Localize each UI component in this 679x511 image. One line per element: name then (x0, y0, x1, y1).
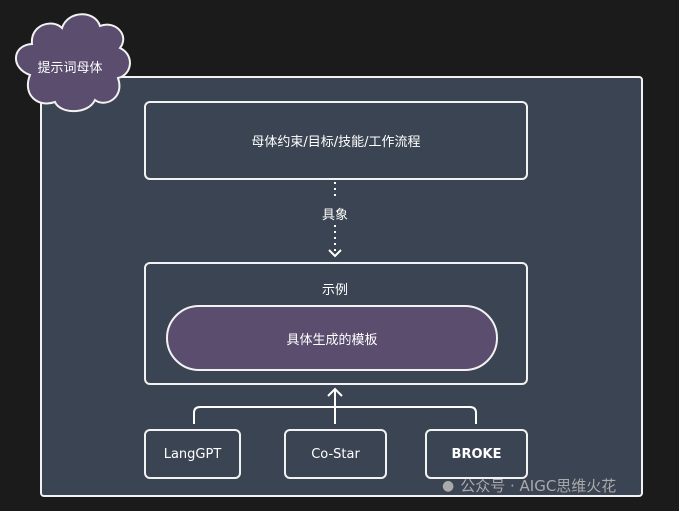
matrix-constraints-box: 母体约束/目标/技能/工作流程 (144, 101, 528, 180)
example-title: 示例 (321, 283, 348, 298)
example-box (144, 262, 528, 385)
wechat-icon: ● (442, 477, 455, 494)
cloud-label: 提示词母体 (37, 61, 103, 76)
framework-langgpt: LangGPT (144, 429, 241, 479)
connector-label: 具象 (321, 208, 348, 223)
arrow-down-icon (328, 249, 342, 258)
prompt-matrix-panel (40, 76, 643, 497)
watermark: ● 公众号 · AIGC思维火花 (442, 475, 616, 496)
watermark-text: 公众号 · AIGC思维火花 (460, 477, 617, 495)
framework-costar: Co-Star (284, 429, 387, 479)
bracket-connector (193, 406, 477, 424)
template-pill: 具体生成的模板 (166, 305, 498, 371)
cloud-shape (15, 13, 131, 113)
framework-broke: BROKE (425, 429, 528, 479)
arrow-up-icon (327, 387, 343, 397)
